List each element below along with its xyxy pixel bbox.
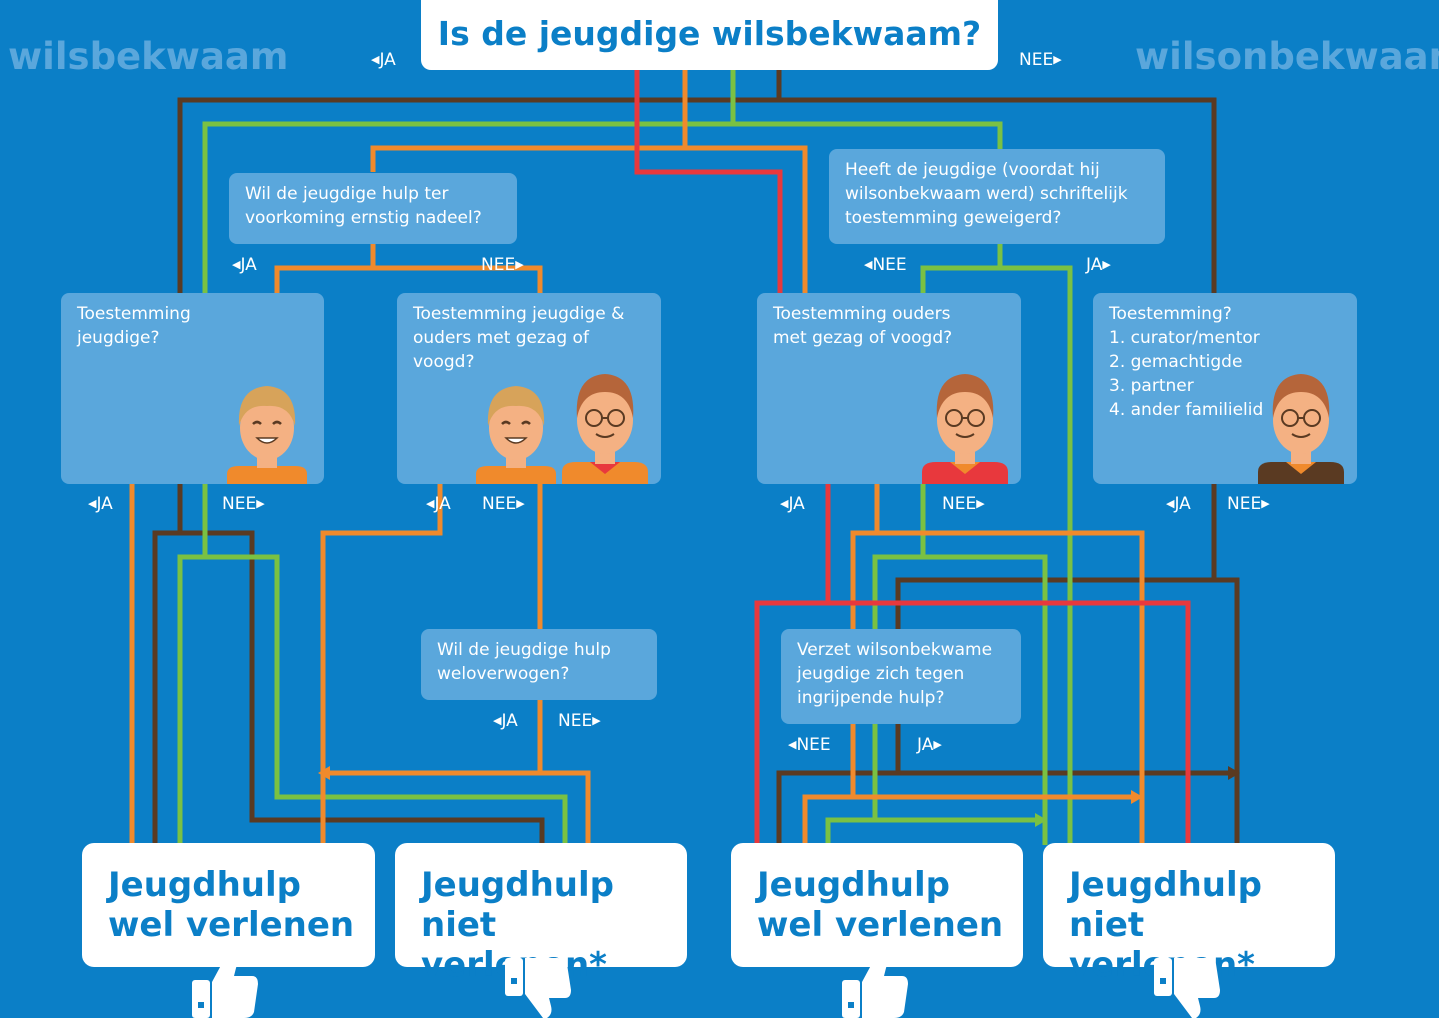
branch-label: NEE [872,255,907,275]
branch-ja: ◀JA [493,711,518,731]
branch-label: NEE [482,494,517,514]
red-path [634,70,1191,845]
question-schriftelijk-geweigerd: Heeft de jeugdige (voordat hij wilsonbek… [829,149,1165,244]
result-text: Jeugdhulp niet verlenen* [1069,865,1262,985]
youth-avatar-icon [476,386,556,484]
question-weloverwogen: Wil de jeugdige hulp weloverwogen? [421,629,657,700]
result-wel-verlenen: Jeugdhulp wel verlenen [82,843,375,967]
question-text: Verzet wilsonbekwame jeugdige zich tegen… [797,640,993,708]
question-text: Heeft de jeugdige (voordat hij wilsonbek… [845,160,1128,228]
branch-nee: NEE▶ [558,711,601,731]
thumbs-up-icon [192,952,258,1018]
question-text: Wil de jeugdige hulp weloverwogen? [437,640,611,684]
title-branch-nee: NEE▶ [1019,50,1062,70]
branch-ja: ◀JA [426,494,451,514]
result-wel-verlenen: Jeugdhulp wel verlenen [731,843,1023,967]
branch-ja: ◀JA [1166,494,1191,514]
adult-avatar-icon [1258,374,1344,484]
branch-label: NEE [1019,50,1054,70]
branch-label: NEE [1227,494,1262,514]
main-question: Is de jeugdige wilsbekwaam? [421,0,998,70]
question-text: Toestemming jeugdige & ouders met gezag … [413,304,625,372]
adult-avatar-icon [922,374,1008,484]
youth-avatar-icon [227,386,307,484]
branch-nee: ◀NEE [788,735,831,755]
result-niet-verlenen: Jeugdhulp niet verlenen* [395,843,687,985]
branch-label: JA [917,735,934,755]
branch-nee: ◀NEE [864,255,907,275]
branch-label: NEE [942,494,977,514]
branch-label: JA [379,50,396,70]
branch-label: JA [96,494,113,514]
orange-path [129,70,1145,845]
branch-label: NEE [222,494,257,514]
thumbs-down-icon [1154,958,1220,1018]
branch-nee: NEE▶ [482,494,525,514]
thumbs-up-icon [842,952,908,1018]
branch-nee: NEE▶ [481,255,524,275]
branch-label: NEE [481,255,516,275]
title-branch-ja: ◀JA [371,50,396,70]
result-text: Jeugdhulp wel verlenen [108,865,355,945]
question-verzet: Verzet wilsonbekwame jeugdige zich tegen… [781,629,1021,724]
question-text: Wil de jeugdige hulp ter voorkoming erns… [245,184,482,228]
result-text: Jeugdhulp wel verlenen [757,865,1004,945]
branch-ja: ◀JA [232,255,257,275]
branch-label: JA [434,494,451,514]
branch-nee: NEE▶ [222,494,265,514]
heading-wilsbekwaam: wilsbekwaam [8,35,289,78]
question-hulp-ter-voorkoming: Wil de jeugdige hulp ter voorkoming erns… [229,173,517,244]
question-text: Toestemming jeugdige? [77,304,191,348]
branch-ja: ◀JA [88,494,113,514]
branch-ja: ◀JA [780,494,805,514]
adult-avatar-icon [562,374,648,484]
branch-label: JA [1086,255,1103,275]
branch-label: JA [1174,494,1191,514]
branch-ja: JA▶ [1086,255,1111,275]
question-text: Toestemming ouders met gezag of voogd? [773,304,953,348]
green-path [177,70,1073,845]
branch-ja: JA▶ [917,735,942,755]
branch-label: NEE [558,711,593,731]
thumbs-down-icon [505,958,571,1018]
branch-label: JA [788,494,805,514]
branch-nee: NEE▶ [1227,494,1270,514]
heading-wilsonbekwaam: wilsonbekwaam [1135,35,1439,78]
branch-label: JA [501,711,518,731]
branch-label: JA [240,255,257,275]
result-niet-verlenen: Jeugdhulp niet verlenen* [1043,843,1335,985]
branch-label: NEE [796,735,831,755]
question-text: Toestemming? 1. curator/mentor 2. gemach… [1109,304,1264,420]
branch-nee: NEE▶ [942,494,985,514]
